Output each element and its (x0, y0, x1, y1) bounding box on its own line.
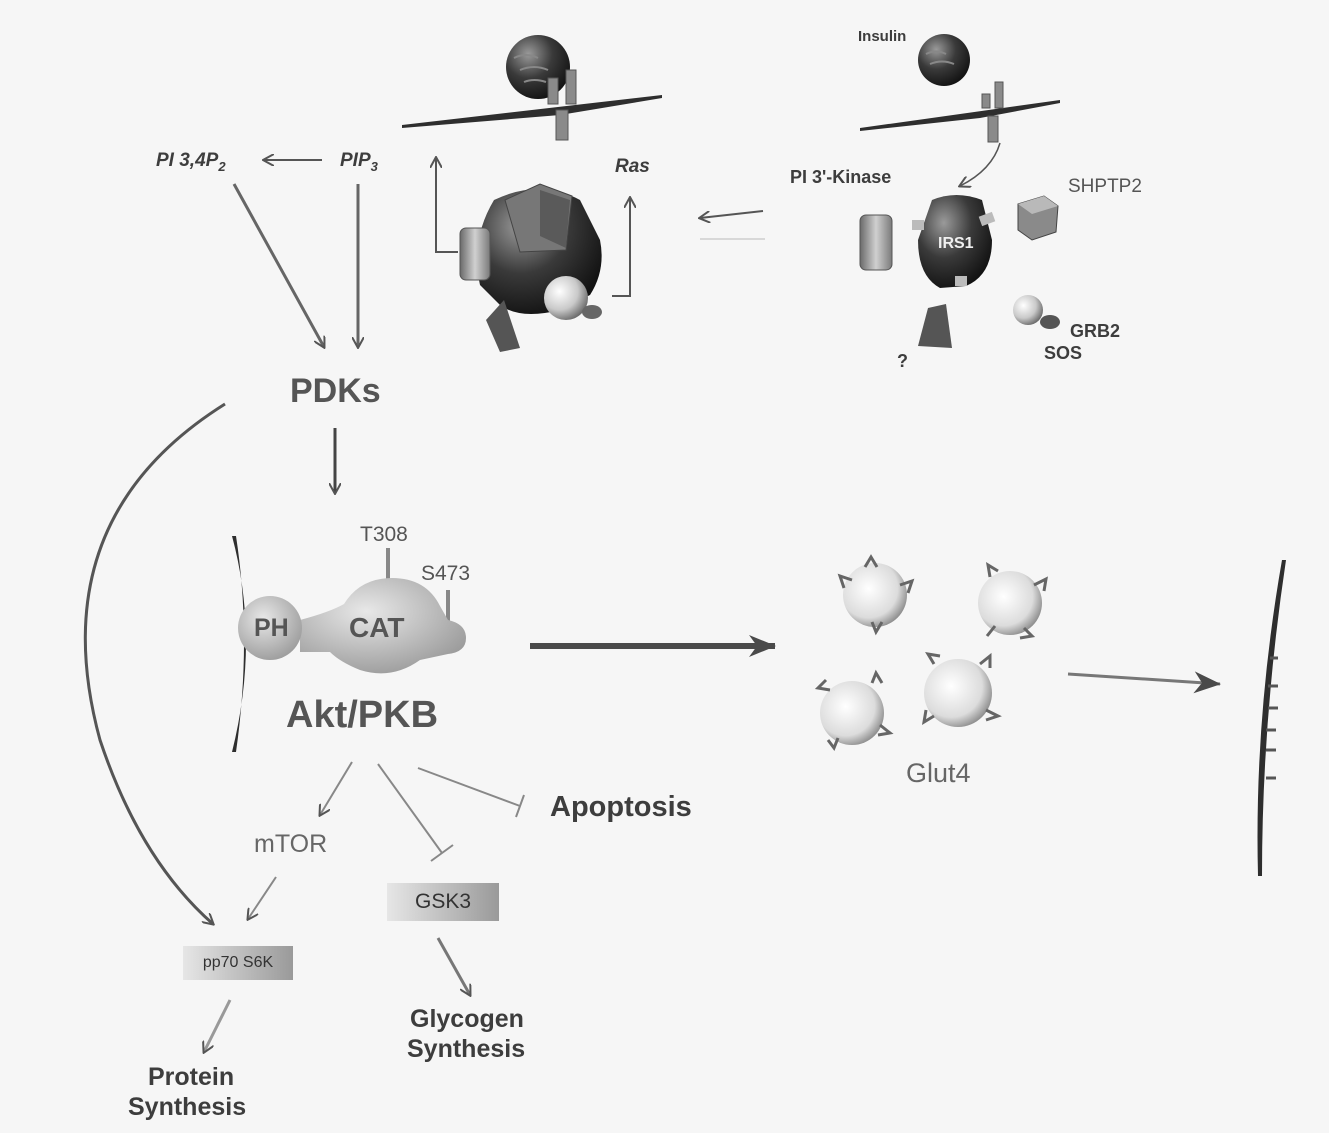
label-glycogen-synthesis-2: Synthesis (407, 1035, 526, 1063)
pp70-box-bg (183, 946, 293, 980)
label-protein-synthesis-2: Synthesis (128, 1093, 247, 1121)
label-cat: CAT (349, 612, 405, 643)
complex-to-ras-arrow (612, 198, 630, 297)
label-pi3-kinase: PI 3'-Kinase (790, 167, 892, 187)
label-irs1: IRS1 (938, 235, 974, 252)
pi3-kinase-cylinder (859, 214, 893, 271)
mtor-to-pp70-arrow (248, 876, 277, 919)
plasma-membrane-right (1257, 560, 1286, 876)
akt-inhibits-apoptosis-line (417, 767, 521, 807)
akt-membrane (232, 536, 246, 752)
label-pip3-sub: 3 (370, 158, 378, 174)
label-t308: T308 (360, 523, 408, 546)
pi34p2-to-pdks-arrow (232, 183, 324, 347)
label-grb2: GRB2 (1070, 321, 1121, 341)
label-pip3: PIP3 (340, 150, 378, 174)
gsk3-box-bg (387, 883, 499, 921)
akt-inhibits-gsk3-line (377, 763, 443, 854)
pp70-to-protein-arrow (204, 999, 232, 1052)
label-pi34p2-sub: 2 (218, 158, 226, 174)
label-pdks: PDKs (290, 372, 381, 410)
label-insulin: Insulin (858, 28, 907, 45)
glut4-vesicle (921, 651, 1002, 727)
label-shptp2: SHPTP2 (1068, 176, 1142, 197)
receptor-to-irs1-arrow (960, 142, 1001, 186)
glut4-to-membrane-arrow (1067, 671, 1221, 694)
complex-to-pip3-arrow (436, 158, 458, 253)
gsk3-to-glycogen-arrow (436, 937, 470, 995)
label-pi34p2: PI 3,4P2 (156, 150, 226, 174)
membrane-receptor-right (860, 81, 1060, 143)
irs1-to-complex-arrow (700, 210, 764, 218)
label-glut4: Glut4 (906, 758, 971, 788)
label-protein-synthesis-1: Protein (148, 1063, 235, 1091)
label-akt-pkb: Akt/PKB (286, 694, 439, 736)
label-ph: PH (254, 614, 289, 642)
glut4-vesicle (837, 554, 915, 636)
label-apoptosis: Apoptosis (550, 791, 692, 823)
label-s473: S473 (421, 562, 471, 585)
shptp2-cube (1017, 195, 1059, 241)
membrane-receptor-left (402, 69, 662, 141)
unknown-adaptor (918, 304, 952, 348)
gsk3-box: GSK3 (414, 890, 472, 913)
label-pi34p2-main: PI 3,4P (156, 150, 219, 171)
glut4-vesicle (814, 669, 894, 752)
label-sos: SOS (1044, 343, 1083, 363)
label-glycogen-synthesis-1: Glycogen (410, 1005, 524, 1033)
signaling-complex (459, 183, 602, 352)
akt-protein (238, 548, 466, 674)
akt-to-mtor-arrow (320, 761, 353, 815)
pdks-to-pp70-arrow (83, 402, 226, 924)
irs1-protein (912, 195, 996, 288)
label-question: ? (897, 351, 908, 371)
insulin-ball-left (506, 35, 570, 99)
pp70-s6k-box: pp70 S6K (202, 954, 274, 971)
grb2-sos (1013, 295, 1060, 329)
label-pip3-main: PIP (340, 150, 371, 171)
label-ras: Ras (615, 156, 650, 177)
label-mtor: mTOR (254, 830, 328, 858)
glut4-vesicle (978, 562, 1048, 640)
insulin-ball-right (918, 34, 970, 86)
